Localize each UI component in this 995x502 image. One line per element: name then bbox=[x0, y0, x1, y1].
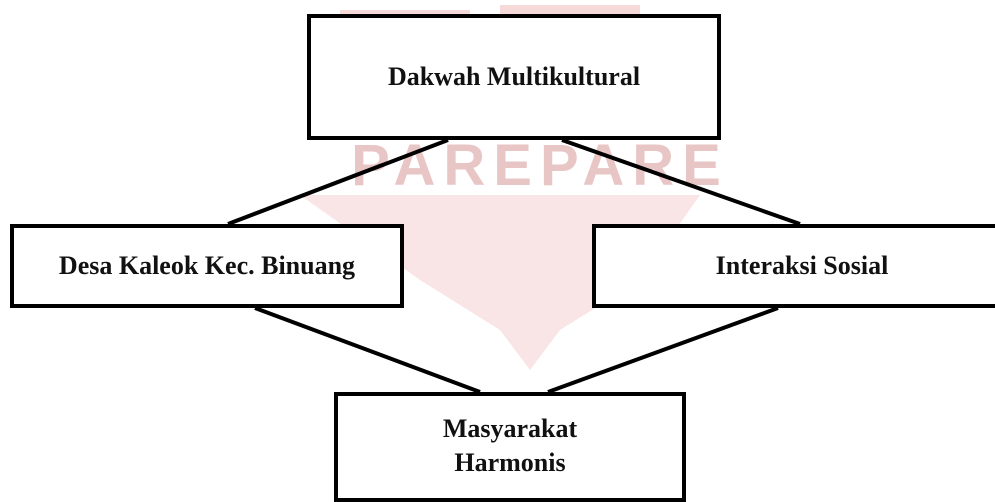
box-label: Masyarakat Harmonis bbox=[442, 414, 578, 477]
box-desa-kaleok: Desa Kaleok Kec. Binuang bbox=[10, 224, 404, 308]
box-label: Desa Kaleok Kec. Binuang bbox=[58, 251, 356, 281]
connector-top-right bbox=[561, 138, 801, 226]
connector-lines bbox=[227, 138, 801, 394]
box-masyarakat-harmonis: Masyarakat Harmonis bbox=[334, 392, 686, 502]
box-interaksi-sosial: Interaksi Sosial bbox=[592, 224, 995, 308]
box-label: Interaksi Sosial bbox=[715, 251, 889, 281]
connector-right-bottom bbox=[547, 306, 779, 394]
connector-left-bottom bbox=[254, 306, 481, 394]
connector-top-left bbox=[227, 138, 449, 226]
box-label: Dakwah Multikultural bbox=[387, 62, 641, 92]
watermark-text: PAREPARE bbox=[351, 133, 729, 198]
box-dakwah-multikultural: Dakwah Multikultural bbox=[307, 14, 721, 140]
